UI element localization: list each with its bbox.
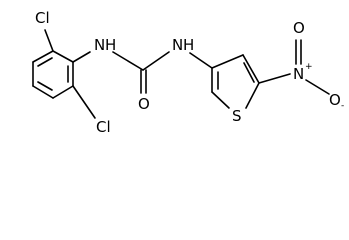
- nitro-oxygen-charge: -: [341, 101, 344, 111]
- bond-c-cl-top: [44, 29, 54, 52]
- bond-nh-carbonyl: [112, 51, 144, 71]
- chlorine-bottom-label: Cl: [96, 118, 111, 136]
- chemical-structure: Cl Cl N H O N H S N + O O -: [32, 9, 344, 136]
- hydrogen-right-label: H: [183, 36, 194, 54]
- carbonyl-oxygen-label: O: [138, 95, 150, 113]
- chlorine-top-label: Cl: [35, 9, 50, 27]
- nitro-oxygen-top-label: O: [293, 19, 305, 37]
- thiophene-ring: [211, 54, 260, 109]
- nitro-nitrogen-label: N: [293, 65, 304, 83]
- nitro-nitrogen-charge: +: [305, 62, 313, 72]
- nitro-single-bond: [305, 79, 330, 95]
- benzene-ring: [32, 50, 74, 99]
- sulfur-label: S: [232, 107, 242, 125]
- nitro-double-bond: [295, 39, 302, 65]
- bond-c-nh-left: [72, 51, 91, 63]
- nitro-oxygen-bottom-label: O: [329, 91, 341, 109]
- nitrogen-right-label: N: [172, 36, 183, 54]
- bond-nh-thiophene: [189, 52, 213, 69]
- hydrogen-left-label: H: [105, 36, 116, 54]
- bond-carbonyl-nh-right: [142, 51, 170, 71]
- bond-c-cl-bottom: [72, 85, 96, 119]
- carbonyl-double-bond: [140, 69, 147, 94]
- nitrogen-left-label: N: [94, 36, 105, 54]
- bond-c-nitro: [258, 73, 291, 84]
